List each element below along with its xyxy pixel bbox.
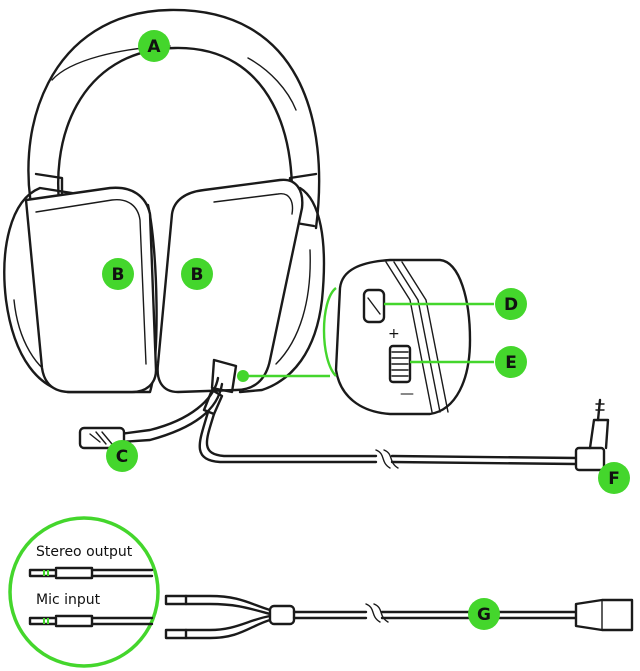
svg-text:A: A <box>147 37 161 57</box>
callout-f: F <box>598 462 630 494</box>
volume-minus-label: — <box>400 386 414 402</box>
microphone-boom <box>78 376 224 450</box>
splitter-cable <box>164 594 634 640</box>
svg-text:C: C <box>116 447 128 467</box>
stereo-output-label: Stereo output <box>36 544 133 560</box>
svg-text:B: B <box>191 265 204 285</box>
left-earcup <box>3 186 158 394</box>
callout-g: G <box>468 598 500 630</box>
svg-text:B: B <box>112 265 125 285</box>
volume-plus-label: + <box>388 326 400 342</box>
svg-text:D: D <box>504 295 518 315</box>
ear-cushion-right <box>156 178 304 394</box>
callout-a: A <box>138 30 170 62</box>
splitter-inset: Stereo output Mic input <box>8 516 160 668</box>
right-earcup <box>156 178 326 394</box>
mic-input-label: Mic input <box>36 592 101 608</box>
svg-text:F: F <box>608 469 620 489</box>
callout-e: E <box>495 346 527 378</box>
audio-plug-f <box>574 398 610 472</box>
mic-input-plug <box>28 614 154 628</box>
ear-cushion-left <box>24 186 158 394</box>
controls-inset: + — <box>237 258 472 416</box>
callout-b-left: B <box>102 258 134 290</box>
main-cable <box>198 388 610 472</box>
stereo-output-plug <box>28 566 154 580</box>
svg-text:G: G <box>477 605 491 625</box>
callout-c: C <box>106 440 138 472</box>
svg-text:E: E <box>505 353 517 373</box>
callout-b-right: B <box>181 258 213 290</box>
leader-lines <box>384 302 494 364</box>
callout-d: D <box>495 288 527 320</box>
